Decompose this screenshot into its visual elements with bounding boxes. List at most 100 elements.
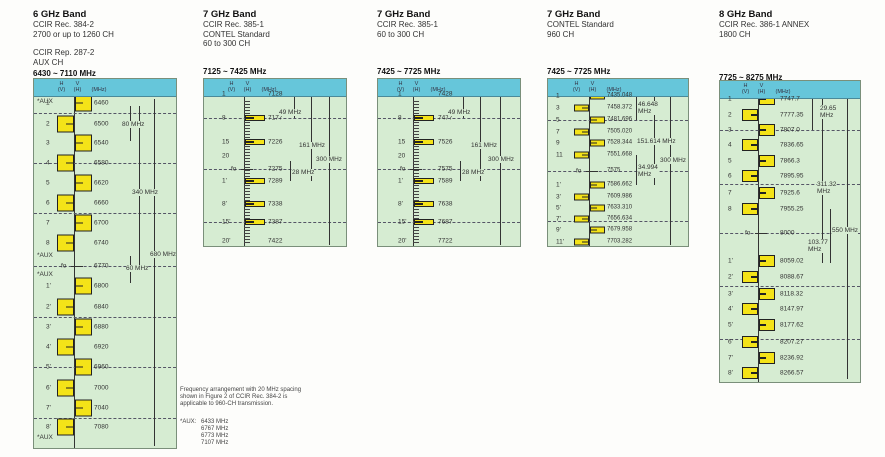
channel-frequency: 7458.372 bbox=[607, 104, 633, 111]
channel-frequency: 8207.27 bbox=[780, 338, 804, 346]
h-polarization-box bbox=[574, 193, 589, 201]
polarization-marker bbox=[76, 407, 83, 409]
col-unit: (MHz) bbox=[430, 87, 446, 93]
polarization-marker bbox=[582, 218, 588, 220]
channel-label: 9 bbox=[556, 139, 560, 147]
spacing-annotation: 28 MHz bbox=[292, 169, 315, 176]
polarization-marker bbox=[591, 119, 597, 121]
channel-label: 1' bbox=[46, 282, 51, 290]
channel-label: fo bbox=[61, 262, 67, 270]
polarization-marker bbox=[750, 144, 757, 146]
channel-label: 20 bbox=[398, 152, 406, 160]
channel-label: 2 bbox=[728, 111, 732, 119]
h-polarization-box bbox=[574, 151, 589, 159]
channel-label: 5 bbox=[556, 116, 560, 124]
polarization-marker bbox=[66, 123, 73, 125]
v-polarization-box bbox=[414, 178, 434, 184]
group-divider bbox=[34, 418, 176, 419]
channel-frequency: 6660 bbox=[94, 199, 109, 207]
channel-frequency: 7477 bbox=[438, 114, 453, 122]
spacing-annotation: 311.32 MHz bbox=[817, 181, 837, 195]
dimension-line bbox=[460, 161, 461, 181]
polarization-marker bbox=[760, 192, 767, 194]
channel-frequency: 6740 bbox=[94, 239, 109, 247]
group-divider bbox=[204, 169, 346, 170]
spacing-annotation: 550 MHz bbox=[832, 227, 859, 234]
channel-frequency: 7551.668 bbox=[607, 151, 633, 158]
table-header: H (V)V (H)(MHz) bbox=[720, 81, 860, 99]
dimension-line bbox=[463, 94, 464, 118]
polarization-marker bbox=[76, 182, 83, 184]
h-polarization-box bbox=[742, 170, 758, 182]
polarization-marker bbox=[66, 346, 73, 348]
channel-label: 3 bbox=[728, 126, 732, 134]
h-polarization-box bbox=[57, 338, 74, 356]
channel-label: 20' bbox=[398, 237, 407, 245]
v-polarization-box bbox=[590, 226, 605, 234]
channel-label: 2' bbox=[728, 273, 733, 281]
polarization-marker bbox=[582, 196, 588, 198]
spacing-annotation: 340 MHz bbox=[132, 189, 159, 196]
polarization-marker bbox=[246, 141, 255, 143]
polarization-marker bbox=[415, 180, 424, 182]
polarization-marker bbox=[582, 154, 588, 156]
channel-label: 1 bbox=[728, 95, 732, 103]
channel-label: 3 bbox=[556, 104, 560, 112]
spacing-annotation: 49 MHz bbox=[448, 109, 471, 116]
channel-frequency: 7777.35 bbox=[780, 111, 804, 119]
channel-frequency: 8147.97 bbox=[780, 305, 804, 313]
channel-label: 11' bbox=[556, 238, 564, 246]
col-h-pol: H (V) bbox=[227, 81, 236, 93]
channel-label: 11 bbox=[556, 151, 563, 159]
group-divider bbox=[204, 118, 346, 119]
channel-frequency: 7528.344 bbox=[607, 139, 633, 146]
group-divider bbox=[548, 221, 688, 222]
v-polarization-box bbox=[414, 139, 434, 145]
spacing-annotation: 34.994 MHz bbox=[638, 164, 658, 178]
dimension-line bbox=[670, 96, 671, 245]
channel-label: 6 bbox=[728, 172, 732, 180]
v-polarization-box bbox=[245, 139, 265, 145]
channel-frequency: 6800 bbox=[94, 282, 109, 290]
v-polarization-box bbox=[759, 124, 775, 136]
spacing-annotation: 300 MHz bbox=[316, 156, 343, 163]
channel-frequency: 7866.3 bbox=[780, 157, 800, 165]
h-polarization-box bbox=[574, 104, 589, 112]
channel-label: 8 bbox=[728, 205, 732, 213]
group-divider bbox=[34, 367, 176, 368]
band-spec-line: 60 to 300 CH bbox=[377, 29, 425, 39]
col-unit: (MHz) bbox=[261, 87, 277, 93]
channel-label: 9' bbox=[556, 226, 561, 234]
spacing-annotation: 680 MHz bbox=[150, 251, 177, 258]
polarization-marker bbox=[760, 260, 767, 262]
channel-frequency: 8088.67 bbox=[780, 273, 804, 281]
polarization-marker bbox=[760, 98, 767, 100]
polarization-marker bbox=[76, 142, 83, 144]
polarization-marker bbox=[591, 184, 597, 186]
channel-frequency: 6500 bbox=[94, 120, 109, 128]
spacing-annotation: 80 MHz bbox=[122, 121, 145, 128]
frequency-range: 7425 ~ 7725 MHz bbox=[377, 67, 441, 76]
group-divider bbox=[720, 286, 860, 287]
polarization-marker bbox=[760, 160, 767, 162]
frequency-range: 6430 ~ 7110 MHz bbox=[33, 69, 96, 78]
channel-label: 8' bbox=[728, 369, 733, 377]
channel-label: 5' bbox=[556, 204, 561, 212]
channel-frequency: 6540 bbox=[94, 139, 109, 147]
channel-label: 7' bbox=[556, 215, 561, 223]
polarization-marker bbox=[591, 229, 597, 231]
channel-label: 8' bbox=[398, 200, 403, 208]
h-polarization-box bbox=[742, 203, 758, 215]
v-polarization-box bbox=[759, 155, 775, 167]
channel-label: 8 bbox=[46, 239, 50, 247]
spacing-annotation: 29.65 MHz bbox=[820, 105, 837, 119]
band-spec-line: CCIR Rec. 386-1 ANNEX bbox=[719, 20, 810, 29]
v-polarization-box bbox=[759, 255, 775, 267]
polarization-marker bbox=[76, 326, 83, 328]
v-polarization-box bbox=[75, 134, 92, 152]
band-title: 6 GHz Band bbox=[33, 9, 87, 20]
v-polarization-box bbox=[75, 399, 92, 417]
channel-frequency: 7428 bbox=[438, 90, 453, 98]
dimension-line bbox=[329, 94, 330, 245]
spacing-note: Frequency arrangement with 20 MHz spacin… bbox=[180, 387, 302, 407]
